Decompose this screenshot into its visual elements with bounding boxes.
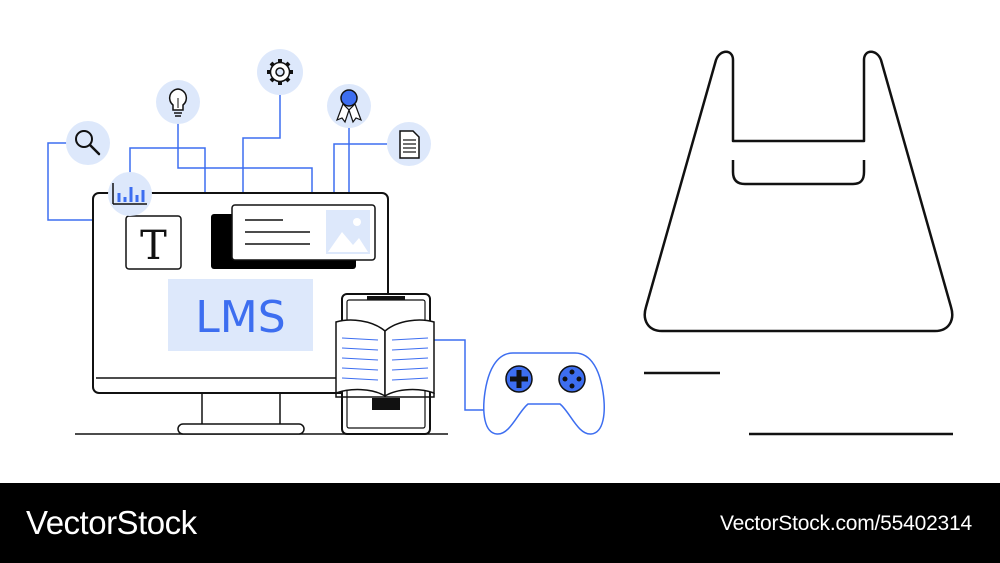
document-icon — [387, 122, 431, 166]
bar-chart-icon — [108, 172, 152, 216]
watermark-bar: VectorStock VectorStock.com/55402314 — [0, 483, 1000, 563]
lms-label-text: LMS — [195, 292, 285, 343]
gear-icon — [257, 49, 303, 95]
watermark-image-ref: VectorStock.com/55402314 — [719, 512, 972, 535]
watermark-logo: VectorStock — [26, 504, 197, 541]
lms-illustration: T LMS — [47, 49, 954, 436]
lightbulb-icon — [156, 80, 200, 124]
lms-label: LMS — [168, 279, 313, 351]
award-ribbon-icon — [327, 84, 371, 128]
image-placeholder-icon — [326, 210, 370, 254]
text-tool-glyph: T — [140, 223, 167, 269]
game-controller-icon — [483, 352, 605, 435]
plastic-bag-icon — [643, 50, 954, 333]
open-book-icon — [335, 319, 435, 398]
search-icon — [66, 121, 110, 165]
connector-lines — [47, 95, 492, 411]
text-tool-card: T — [125, 215, 182, 270]
